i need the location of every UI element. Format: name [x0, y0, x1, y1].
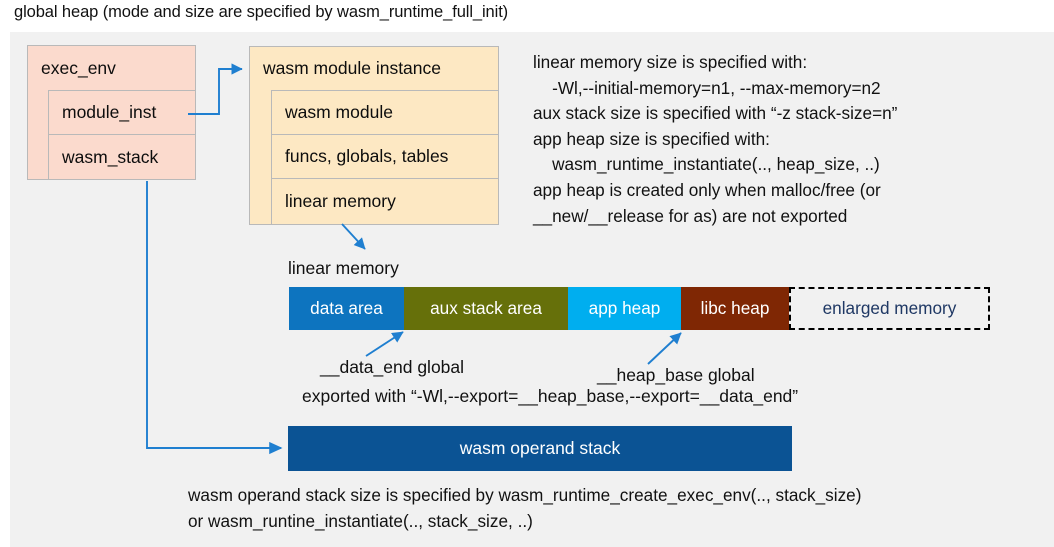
memory-segment-app-heap: app heap — [568, 287, 681, 330]
memory-segment-libc-heap-label: libc heap — [700, 298, 770, 318]
memory-segment-data-area: data area — [289, 287, 404, 330]
exec-env-header: exec_env — [27, 45, 196, 91]
module-instance-indent-gutter — [249, 90, 272, 225]
annotation-exported-with: exported with “-Wl,--export=__heap_base,… — [302, 386, 799, 406]
exec-env-indent-gutter — [27, 90, 49, 180]
memory-segment-aux-stack-area-label: aux stack area — [430, 298, 542, 318]
exec-env-field-wasm-stack-label: wasm_stack — [62, 146, 159, 167]
annotation-data-end: __data_end global — [320, 357, 465, 377]
memory-segment-enlarged-memory: enlarged memory — [789, 287, 990, 330]
memory-config-notes: linear memory size is specified with: -W… — [533, 52, 898, 226]
linear-memory-caption: linear memory — [288, 258, 399, 278]
linear-memory-bar: data area aux stack area app heap libc h… — [289, 287, 990, 330]
module-instance-field-linear-memory: linear memory — [271, 178, 499, 225]
exec-env-field-module-inst: module_inst — [48, 90, 196, 135]
module-instance-field-wasm-module: wasm module — [271, 90, 499, 135]
memory-segment-libc-heap: libc heap — [681, 287, 789, 330]
module-instance-field-wasm-module-label: wasm module — [285, 102, 393, 122]
operand-stack-notes: wasm operand stack size is specified by … — [188, 485, 862, 531]
module-instance-header: wasm module instance — [249, 46, 499, 91]
exec-env-struct: exec_env module_inst wasm_stack — [27, 45, 196, 180]
wasm-operand-stack-label: wasm operand stack — [459, 438, 621, 458]
module-instance-field-linear-memory-label: linear memory — [285, 191, 396, 211]
memory-segment-app-heap-label: app heap — [588, 298, 661, 318]
memory-segment-enlarged-memory-label: enlarged memory — [822, 298, 957, 318]
module-instance-field-funcs-globals-tables-label: funcs, globals, tables — [285, 146, 449, 166]
memory-segment-data-area-label: data area — [310, 298, 383, 318]
wasm-module-instance-struct: wasm module instance wasm module funcs, … — [249, 46, 499, 225]
exec-env-field-wasm-stack: wasm_stack — [48, 134, 196, 180]
module-instance-header-label: wasm module instance — [263, 58, 441, 78]
annotation-heap-base: __heap_base global — [597, 365, 755, 385]
exec-env-field-module-inst-label: module_inst — [62, 102, 157, 122]
module-instance-field-funcs-globals-tables: funcs, globals, tables — [271, 134, 499, 179]
memory-segment-aux-stack-area: aux stack area — [404, 287, 568, 330]
page-title: global heap (mode and size are specified… — [14, 3, 509, 21]
exec-env-header-label: exec_env — [41, 57, 116, 78]
wasm-operand-stack-bar: wasm operand stack — [288, 426, 792, 471]
